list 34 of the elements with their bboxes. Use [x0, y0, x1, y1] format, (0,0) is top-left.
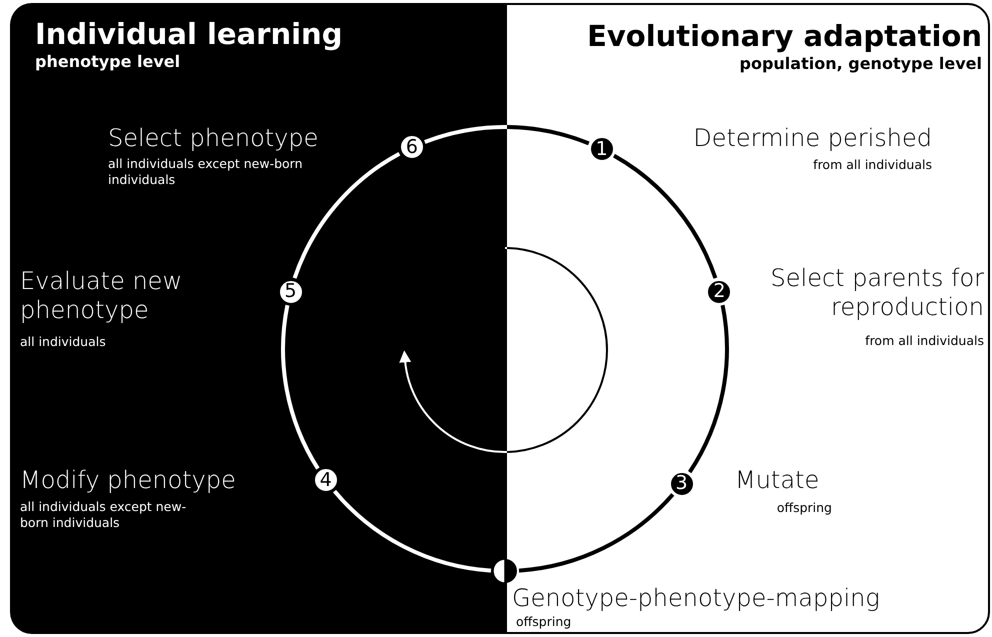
heading: Individual learning: [35, 19, 342, 51]
ring-arc: [333, 490, 492, 573]
step-number-badge: 2: [706, 278, 732, 305]
step-title: Select parents for reproduction: [770, 264, 984, 322]
step-note: all individuals except new-born individuals: [20, 499, 188, 532]
half-panel: [10, 3, 505, 634]
ring-arc: [518, 493, 674, 573]
step-title: Evaluate new phenotype: [20, 267, 184, 325]
step-note: all individuals except new-born individuals: [108, 156, 304, 188]
step-note: from all individuals: [864, 333, 984, 350]
split-circle: [492, 558, 518, 584]
ring-arc: [424, 125, 590, 146]
step-title: Determine perished: [692, 124, 932, 153]
step-note: offspring: [776, 500, 832, 516]
ring-arc: [612, 154, 718, 279]
step-note: all individuals: [20, 334, 107, 350]
subheading: phenotype level: [35, 53, 180, 71]
step-number-badge: 4: [312, 467, 339, 494]
step-title: Select phenotype: [108, 124, 320, 153]
ring-arc: [688, 304, 729, 474]
step-title: Mutate: [735, 466, 820, 495]
heading: Evolutionary adaptation: [587, 21, 982, 53]
step-title: Modify phenotype: [20, 466, 237, 495]
step-note: from all individuals: [812, 157, 932, 174]
ring-arc: [281, 304, 320, 470]
step-number-badge: 1: [588, 136, 615, 162]
step-number-badge: 3: [668, 470, 695, 497]
step-note: offspring: [516, 614, 572, 630]
subheading: population, genotype level: [740, 55, 982, 73]
ring-arc: [292, 152, 400, 279]
step-number-badge: 6: [398, 134, 425, 160]
step-number-badge: 5: [278, 278, 304, 305]
half-panel: [505, 3, 990, 634]
step-title: Genotype-phenotype-mapping: [512, 584, 881, 613]
